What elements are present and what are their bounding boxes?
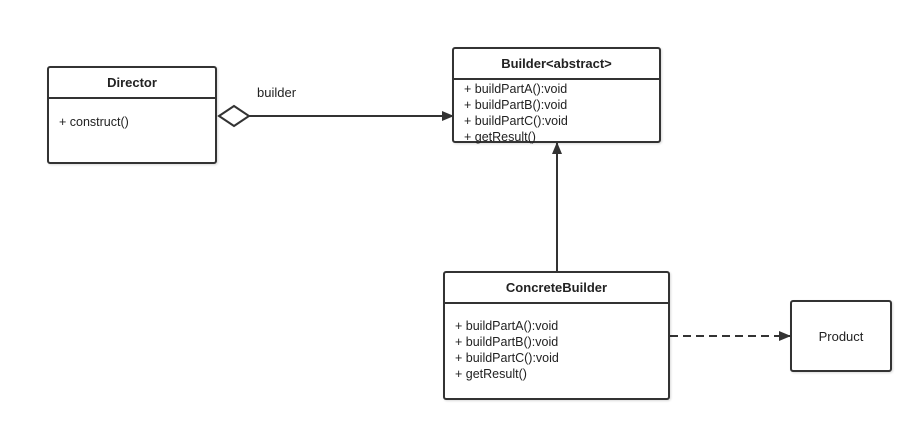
concrete-builder-class[interactable]: ConcreteBuilder + buildPartA():void + bu… xyxy=(443,271,670,400)
builder-members: + buildPartA():void + buildPartB():void … xyxy=(454,80,659,145)
concrete-builder-members: + buildPartA():void + buildPartB():void … xyxy=(445,304,668,382)
director-class[interactable]: Director + construct() xyxy=(47,66,217,164)
member: + getResult() xyxy=(464,130,536,144)
member: + buildPartC():void xyxy=(455,351,559,365)
member: + buildPartC():void xyxy=(464,114,568,128)
member: + buildPartA():void xyxy=(464,82,568,96)
member: + buildPartB():void xyxy=(464,98,568,112)
director-class-name: Director xyxy=(49,68,215,99)
concrete-builder-class-name: ConcreteBuilder xyxy=(445,273,668,304)
product-box[interactable]: Product xyxy=(790,300,892,372)
member: + buildPartA():void xyxy=(455,319,559,333)
director-members: + construct() xyxy=(49,99,215,130)
member: + getResult() xyxy=(455,367,527,381)
aggregation-label: builder xyxy=(257,85,297,100)
member: + construct() xyxy=(59,115,129,129)
member: + buildPartB():void xyxy=(455,335,559,349)
product-label: Product xyxy=(818,328,864,344)
builder-class[interactable]: Builder<abstract> + buildPartA():void + … xyxy=(452,47,661,145)
builder-class-name: Builder<abstract> xyxy=(454,49,659,80)
aggregation-diamond xyxy=(217,104,251,128)
